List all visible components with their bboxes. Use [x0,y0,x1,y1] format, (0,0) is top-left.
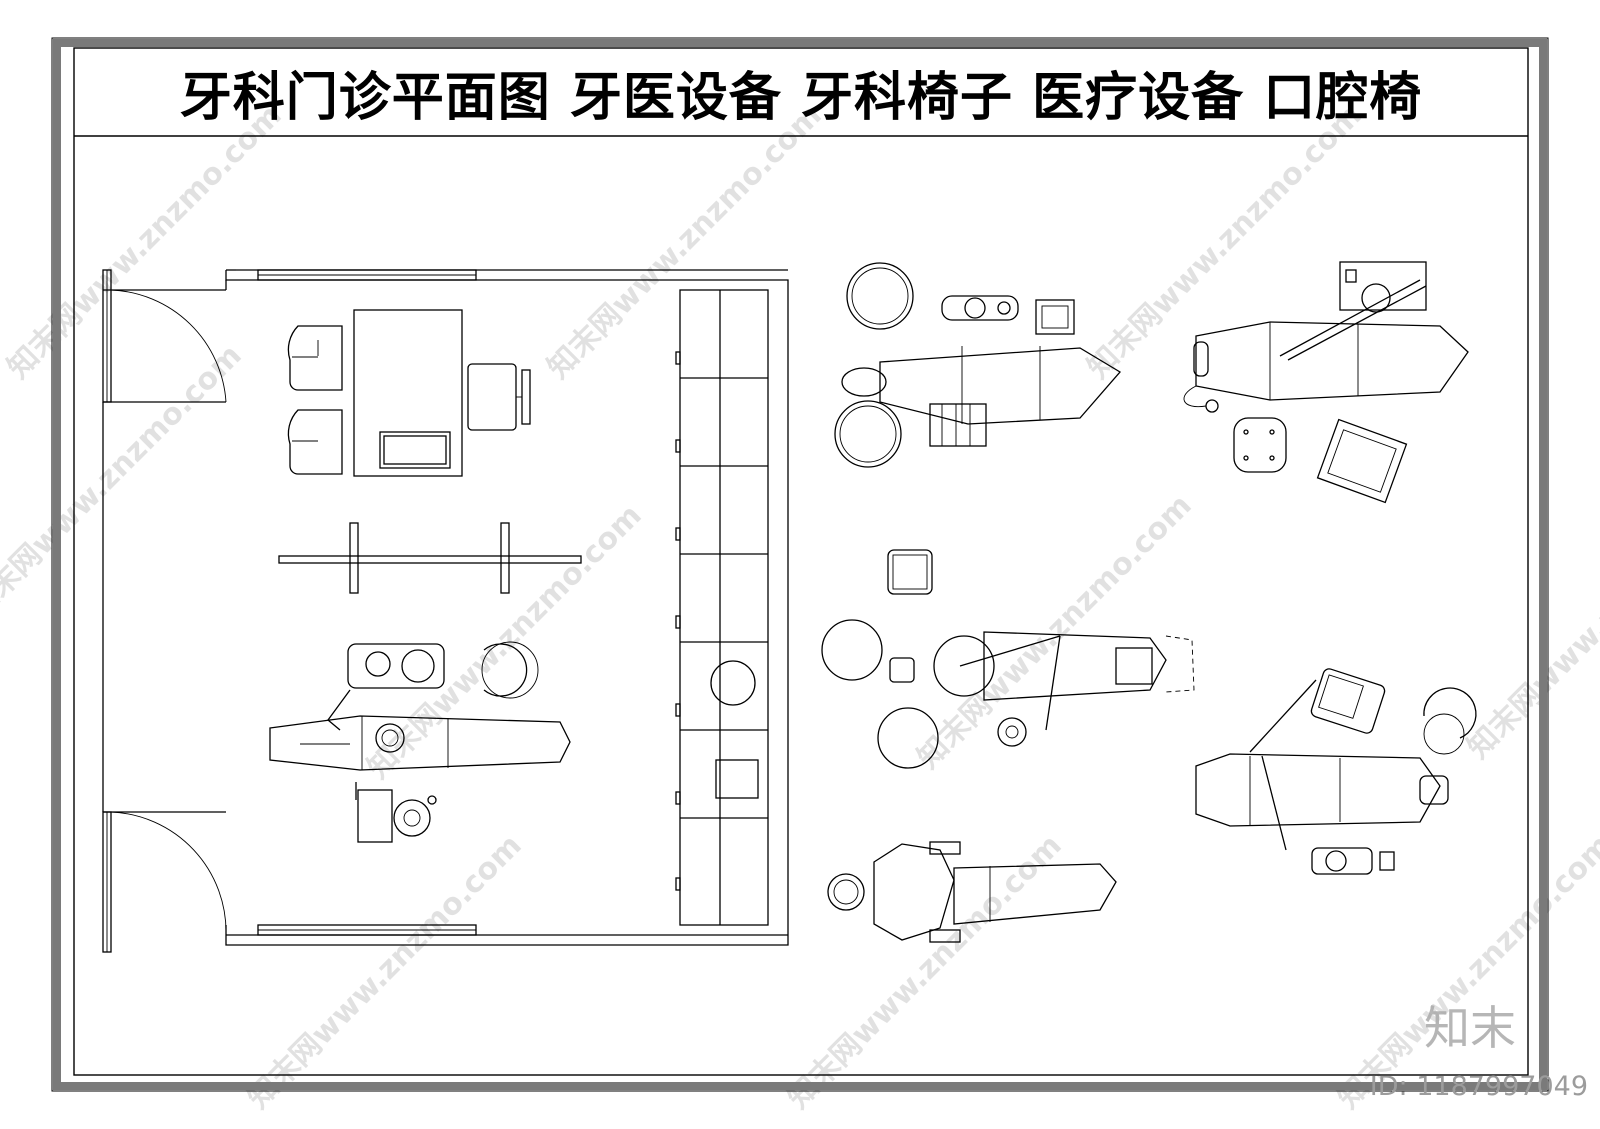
watermark-text: 知末网www.znzmo.com [911,488,1199,776]
partition-bars [278,522,582,594]
cabinet-strip [675,289,769,926]
door-bottom [102,811,227,953]
watermark-text: 知末网www.znzmo.com [1,98,289,386]
watermark-text: 知末网www.znzmo.com [241,828,529,1116]
sheet-title: 牙科门诊平面图 牙医设备 牙科椅子 医疗设备 口腔椅 [179,67,1423,128]
room-dental-chair [269,641,571,843]
sheet-frame [51,37,1549,1092]
watermark-text: 知末网www.znzmo.com [0,338,249,626]
dental-chair-4 [827,841,1117,943]
dental-chair-1 [834,262,1121,468]
watermark-text: 知末网www.znzmo.com [781,828,1069,1116]
asset-id-label: ID: 1187997049 [1369,1070,1588,1102]
clinic-room-plan [102,269,789,953]
watermark-text: 知末网www.znzmo.com [361,498,649,786]
dental-chair-5 [1195,668,1477,875]
watermark-layer: 知末网www.znzmo.com 知末网www.znzmo.com 知末网www… [0,98,1600,1116]
consult-desk [287,309,531,477]
dental-chair-2 [1183,261,1469,504]
dental-chair-3 [821,549,1195,769]
watermark-text: 知末网www.znzmo.com [1081,98,1369,386]
watermark-text: 知末网www.znzmo.com [541,98,829,386]
brand-watermark: 知末 [1424,1001,1516,1055]
door-top [102,269,227,403]
watermark-text: 知末网www.znzmo.com [1461,478,1600,766]
